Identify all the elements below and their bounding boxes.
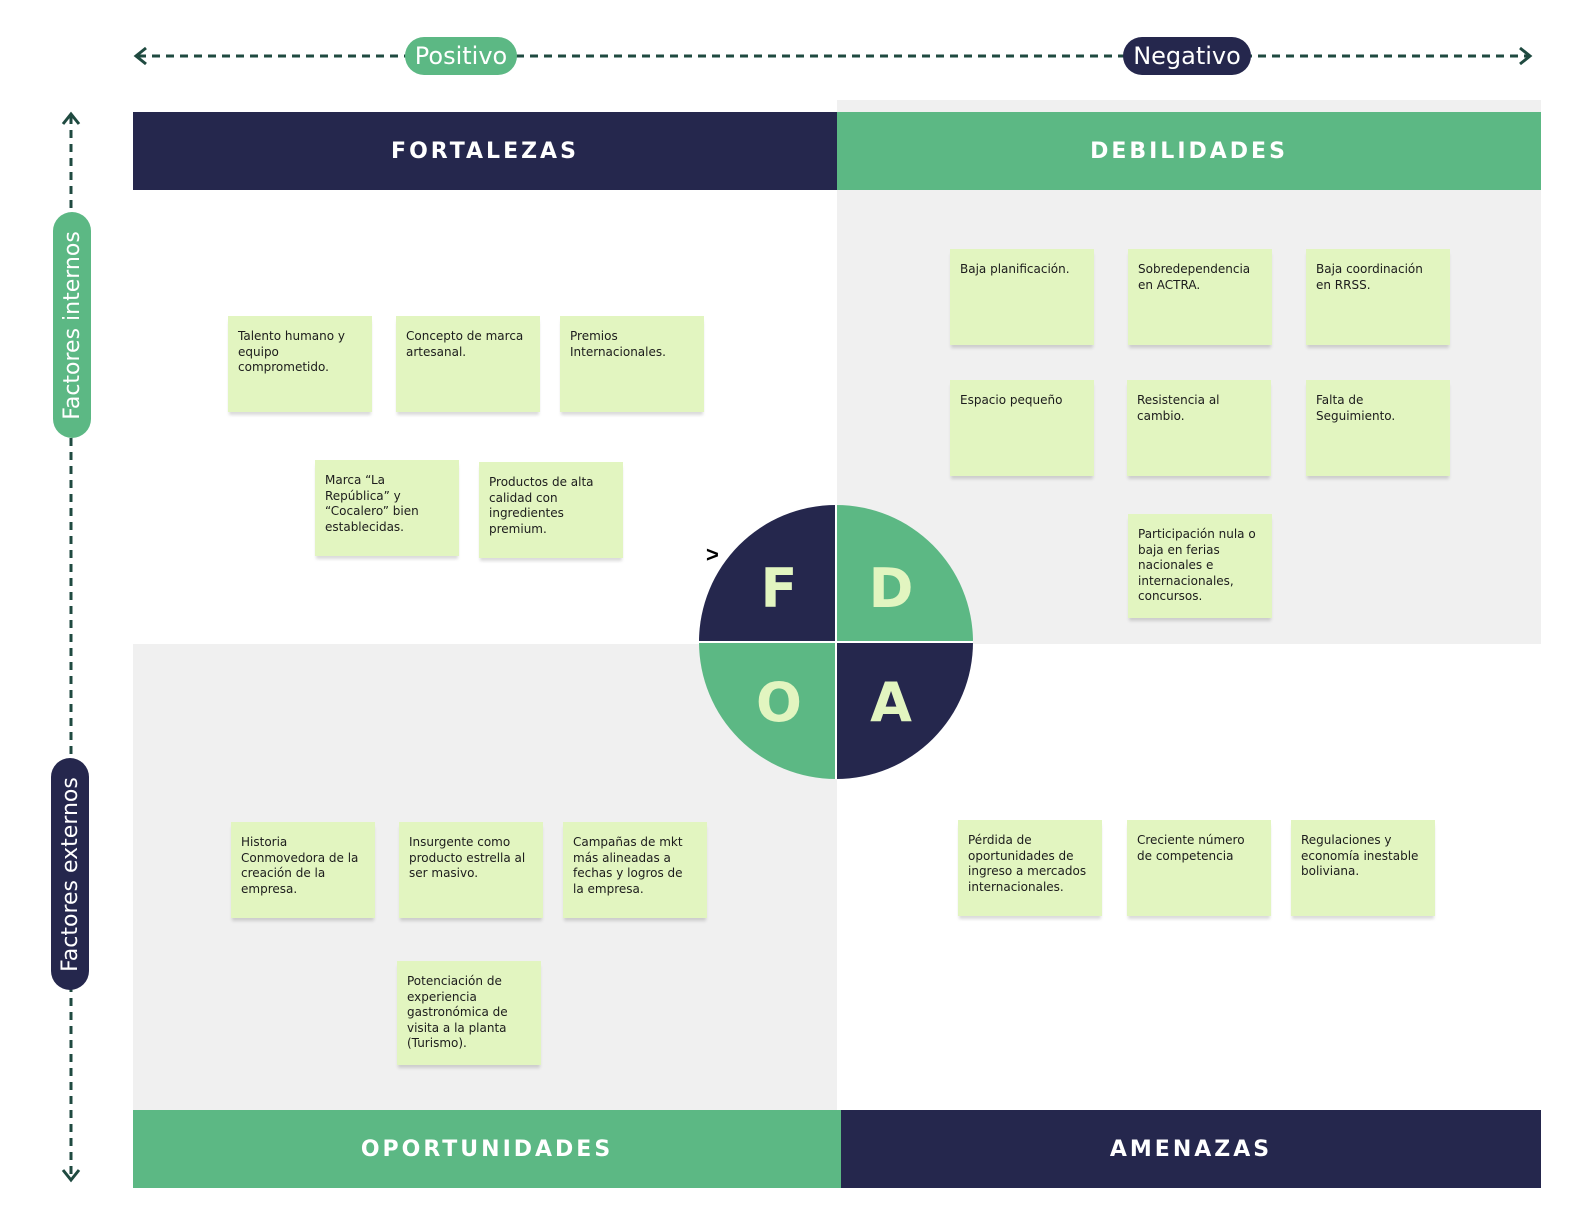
factores-externos-label: Factores externos bbox=[51, 758, 89, 990]
sticky-note-debilidad[interactable]: Resistencia al cambio. bbox=[1127, 380, 1271, 476]
sticky-note-debilidad[interactable]: Sobredependencia en ACTRA. bbox=[1128, 249, 1272, 345]
sticky-note-debilidad[interactable]: Falta de Seguimiento. bbox=[1306, 380, 1450, 476]
circle-quadrant-d bbox=[836, 505, 973, 642]
sticky-note-amenaza[interactable]: Pérdida de oportunidades de ingreso a me… bbox=[958, 820, 1102, 916]
sticky-note-amenaza[interactable]: Regulaciones y economía inestable bolivi… bbox=[1291, 820, 1435, 916]
debilidades-banner: DEBILIDADES bbox=[837, 112, 1541, 190]
negativo-label: Negativo bbox=[1123, 37, 1251, 75]
factores-externos-text: Factores externos bbox=[57, 776, 83, 972]
amenazas-banner: AMENAZAS bbox=[841, 1110, 1541, 1188]
left-arrowhead bbox=[133, 46, 147, 66]
right-arrowhead bbox=[1519, 46, 1533, 66]
sticky-note-fortaleza[interactable]: Concepto de marca artesanal. bbox=[396, 316, 540, 412]
sticky-note-oportunidad[interactable]: Potenciación de experiencia gastronómica… bbox=[397, 961, 541, 1065]
foda-circle: F D O A bbox=[699, 505, 973, 779]
sticky-note-debilidad[interactable]: Baja coordinación en RRSS. bbox=[1306, 249, 1450, 345]
fortalezas-banner: FORTALEZAS bbox=[133, 112, 837, 190]
sticky-note-debilidad[interactable]: Baja planificación. bbox=[950, 249, 1094, 345]
sticky-note-fortaleza[interactable]: Productos de alta calidad con ingredient… bbox=[479, 462, 623, 558]
oportunidades-banner: OPORTUNIDADES bbox=[133, 1110, 841, 1188]
sticky-note-oportunidad[interactable]: Historia Conmovedora de la creación de l… bbox=[231, 822, 375, 918]
letter-o: O bbox=[756, 671, 802, 734]
circle-quadrant-f bbox=[699, 505, 836, 642]
factores-internos-text: Factores internos bbox=[59, 230, 85, 420]
bottom-arrowhead bbox=[61, 1169, 81, 1183]
letter-a: A bbox=[870, 671, 912, 734]
letter-d: D bbox=[869, 557, 914, 620]
sticky-note-fortaleza[interactable]: Premios Internacionales. bbox=[560, 316, 704, 412]
letter-f: F bbox=[761, 557, 798, 620]
top-arrowhead bbox=[61, 111, 81, 125]
sticky-note-fortaleza[interactable]: Talento humano y equipo comprometido. bbox=[228, 316, 372, 412]
sticky-note-oportunidad[interactable]: Insurgente como producto estrella al ser… bbox=[399, 822, 543, 918]
circle-quadrant-o bbox=[699, 642, 836, 779]
factores-internos-label: Factores internos bbox=[53, 212, 91, 438]
sticky-note-amenaza[interactable]: Creciente número de competencia bbox=[1127, 820, 1271, 916]
sticky-note-oportunidad[interactable]: Campañas de mkt más alineadas a fechas y… bbox=[563, 822, 707, 918]
sticky-note-debilidad[interactable]: Participación nula o baja en ferias naci… bbox=[1128, 514, 1272, 618]
sticky-note-debilidad[interactable]: Espacio pequeño bbox=[950, 380, 1094, 476]
circle-quadrant-a bbox=[836, 642, 973, 779]
sticky-note-fortaleza[interactable]: Marca “La República” y “Cocalero” bien e… bbox=[315, 460, 459, 556]
positivo-label: Positivo bbox=[405, 37, 517, 75]
cursor-arrow-icon: > bbox=[706, 542, 719, 567]
